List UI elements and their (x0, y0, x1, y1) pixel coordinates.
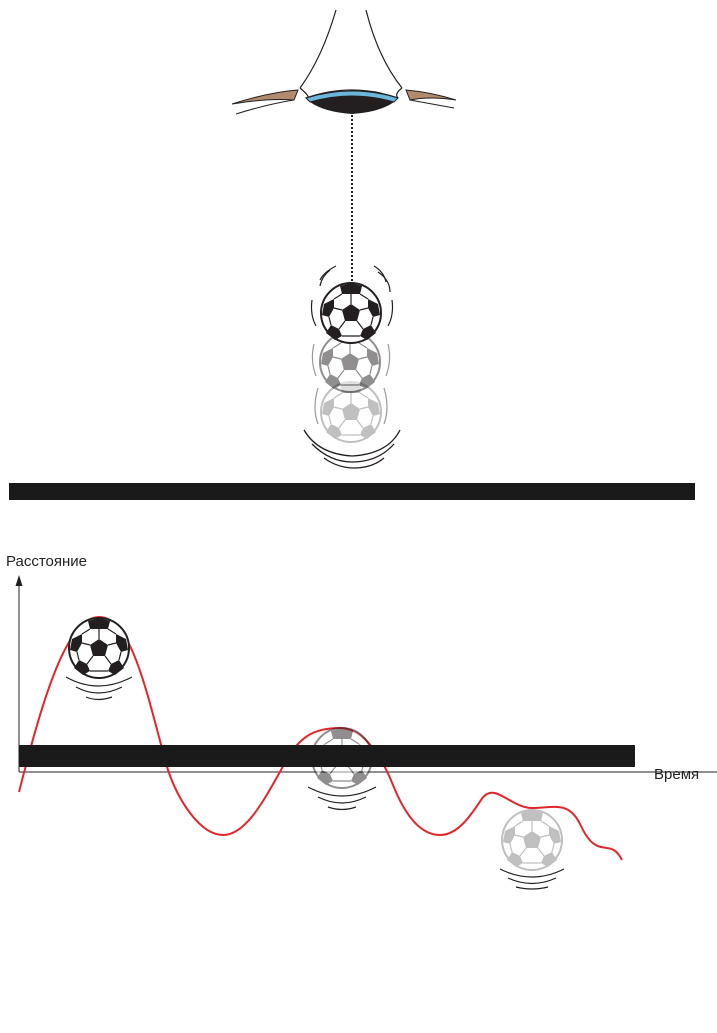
graph: Расстояние Время (6, 553, 717, 889)
soccer-ball-icon (502, 810, 562, 870)
floor-top (9, 483, 695, 500)
eye-icon (232, 10, 456, 114)
impact-lines-1 (66, 677, 132, 700)
y-axis-label: Расстояние (6, 553, 87, 570)
eyelash-right (406, 90, 456, 108)
eyelash-left (232, 90, 298, 114)
floor-graph (19, 745, 635, 767)
impact-lines-2 (308, 787, 376, 810)
y-axis (16, 575, 23, 772)
impact-lines-3 (500, 869, 564, 889)
soccer-ball-icon (321, 283, 381, 343)
x-axis-label: Время (654, 766, 699, 783)
soccer-ball-icon (69, 618, 129, 678)
